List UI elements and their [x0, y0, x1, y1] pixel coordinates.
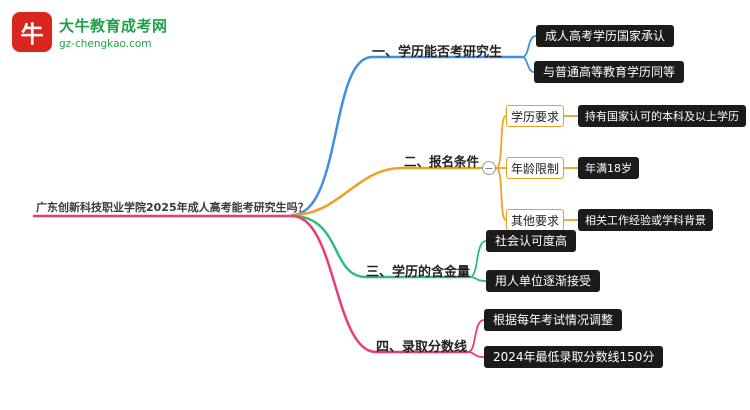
branch-4-child-2[interactable]: 2024年最低录取分数线150分: [484, 346, 664, 368]
connector-branch-3-child-2: [469, 276, 487, 282]
root-topic[interactable]: 广东创新科技职业学院2025年成人高考能考研究生吗？: [36, 201, 309, 214]
branch-4-child-1[interactable]: 根据每年考试情况调整: [484, 309, 623, 331]
branch-3-child-2[interactable]: 用人单位逐渐接受: [486, 270, 601, 292]
connector-branch-4: [290, 214, 470, 354]
connector-branch-3-child-1: [469, 240, 487, 278]
branch-3-label[interactable]: 三、学历的含金量: [366, 265, 471, 280]
bull-glyph: 牛: [20, 22, 44, 48]
connector-branch-3: [290, 214, 472, 279]
requirement-value-age[interactable]: 年满18岁: [578, 157, 639, 179]
connector-branch-1: [290, 55, 524, 217]
requirement-value-other[interactable]: 相关工作经验或学科背景: [578, 209, 713, 231]
branch-3-child-1[interactable]: 社会认可度高: [486, 230, 577, 252]
branch-2-label[interactable]: 二、报名条件: [404, 154, 480, 169]
bull-logo-icon: 牛: [12, 12, 52, 52]
branch-1-child-1[interactable]: 成人高考学历国家承认: [536, 25, 675, 47]
connector-branch-2-child-1: [495, 115, 507, 169]
branch-1-child-2[interactable]: 与普通高等教育学历同等: [534, 61, 685, 83]
branch-1-label[interactable]: 一、学历能否考研究生: [372, 45, 503, 60]
connector-branch-1-child-1: [521, 35, 537, 58]
connector-branch-4-child-1: [467, 319, 485, 353]
requirement-value-education[interactable]: 持有国家认可的本科及以上学历: [578, 105, 746, 127]
site-logo[interactable]: 牛 大牛教育成考网 gz-chengkao.com: [12, 12, 168, 52]
connector-branch-1-child-2: [521, 56, 535, 73]
requirement-label-education[interactable]: 学历要求: [506, 105, 564, 127]
connector-branch-2: [290, 166, 483, 217]
brand-name: 大牛教育成考网: [59, 16, 168, 35]
requirement-label-age[interactable]: 年龄限制: [506, 157, 564, 179]
brand-domain: gz-chengkao.com: [59, 37, 152, 50]
connector-branch-2-child-3: [495, 167, 507, 221]
connector-branch-4-child-2: [467, 351, 485, 358]
branch-4-label[interactable]: 四、录取分数线: [376, 340, 468, 355]
collapse-toggle-icon[interactable]: −: [482, 161, 496, 175]
logo-text-block: 大牛教育成考网 gz-chengkao.com: [59, 15, 168, 50]
requirement-label-other[interactable]: 其他要求: [506, 209, 564, 231]
